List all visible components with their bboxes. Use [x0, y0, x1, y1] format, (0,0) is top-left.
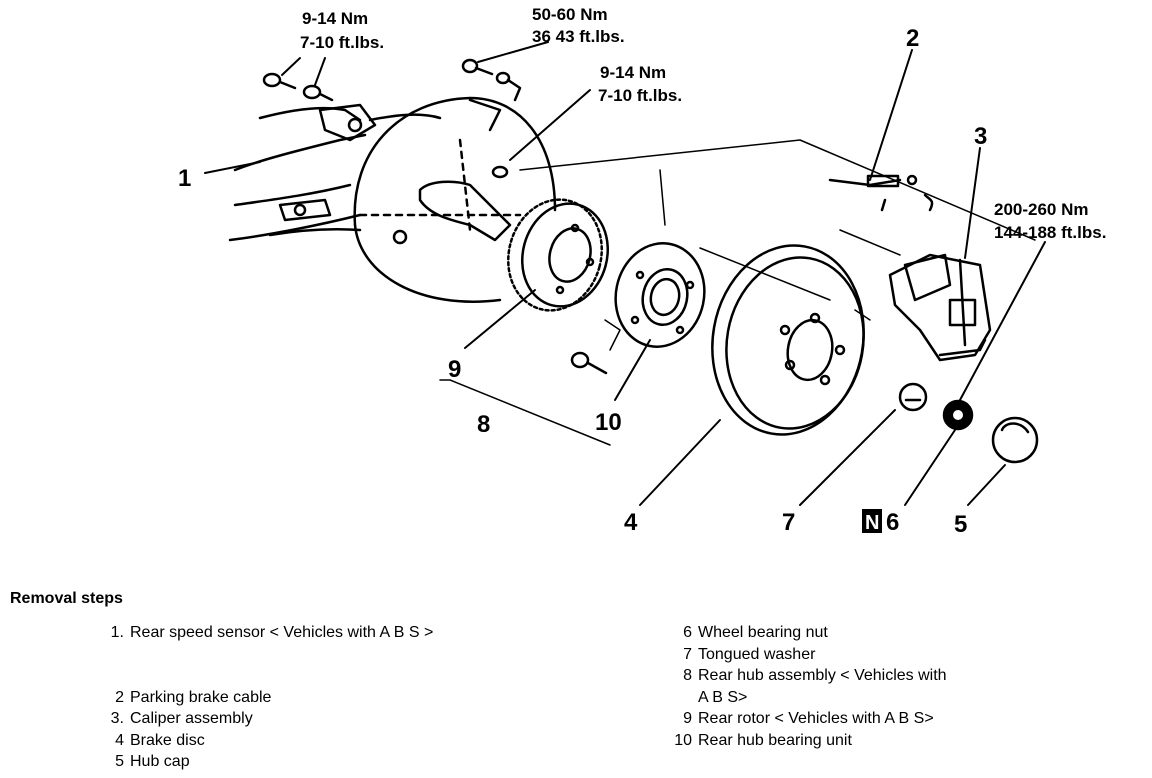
- step-item: 1.Rear speed sensor < Vehicles with A B …: [110, 624, 434, 641]
- caliper-assembly: [888, 253, 992, 362]
- exploded-view-diagram: 1 2 3 4 5 N 6 7 8 9 10 9-14 Nm 7-10 ft.l…: [178, 5, 1106, 538]
- hub-cap: [991, 416, 1039, 464]
- new-part-badge-letter: N: [865, 512, 879, 534]
- callout-3: 3: [974, 123, 987, 150]
- step-item: 3.Caliper assembly: [110, 710, 253, 727]
- knuckle-arm: [228, 106, 367, 242]
- rear-rotor-tone-ring: [507, 198, 609, 312]
- brake-disc: [711, 244, 865, 436]
- callout-7: 7: [782, 509, 795, 536]
- hub-bolt: [570, 351, 608, 375]
- callout-4: 4: [624, 509, 638, 536]
- callout-1: 1: [178, 165, 191, 192]
- callout-8: 8: [477, 411, 490, 438]
- new-part-badge: [862, 509, 882, 533]
- tongued-washer: [898, 382, 928, 412]
- parking-brake-cable: [828, 174, 934, 212]
- torque-1-nm: 9-14 Nm: [302, 9, 368, 28]
- rear-hub-bearing-unit: [614, 242, 706, 348]
- backing-plate: [353, 96, 557, 303]
- leader-lines: [204, 41, 1046, 506]
- torque-2-ft: 36 43 ft.lbs.: [532, 27, 625, 46]
- callout-2: 2: [906, 25, 919, 52]
- rear-speed-sensor: [318, 103, 442, 142]
- assembly-lines: [439, 139, 1036, 446]
- torque-3-nm: 9-14 Nm: [600, 63, 666, 82]
- sensor-bolts: [262, 72, 334, 102]
- torque-3-ft: 7-10 ft.lbs.: [598, 86, 682, 105]
- removal-steps-left: 1.Rear speed sensor < Vehicles with A B …: [92, 622, 434, 773]
- torque-4-ft: 144-188 ft.lbs.: [994, 223, 1106, 242]
- removal-steps-title: Removal steps: [10, 590, 123, 607]
- callout-10: 10: [595, 409, 622, 436]
- caliper-bolts: [461, 58, 522, 102]
- callout-6: 6: [886, 509, 899, 536]
- wheel-bearing-nut: [942, 399, 974, 431]
- torque-2-nm: 50-60 Nm: [532, 5, 608, 24]
- torque-4-nm: 200-260 Nm: [994, 200, 1089, 219]
- callout-5: 5: [954, 511, 967, 538]
- callout-9: 9: [448, 356, 461, 383]
- torque-1-ft: 7-10 ft.lbs.: [300, 33, 384, 52]
